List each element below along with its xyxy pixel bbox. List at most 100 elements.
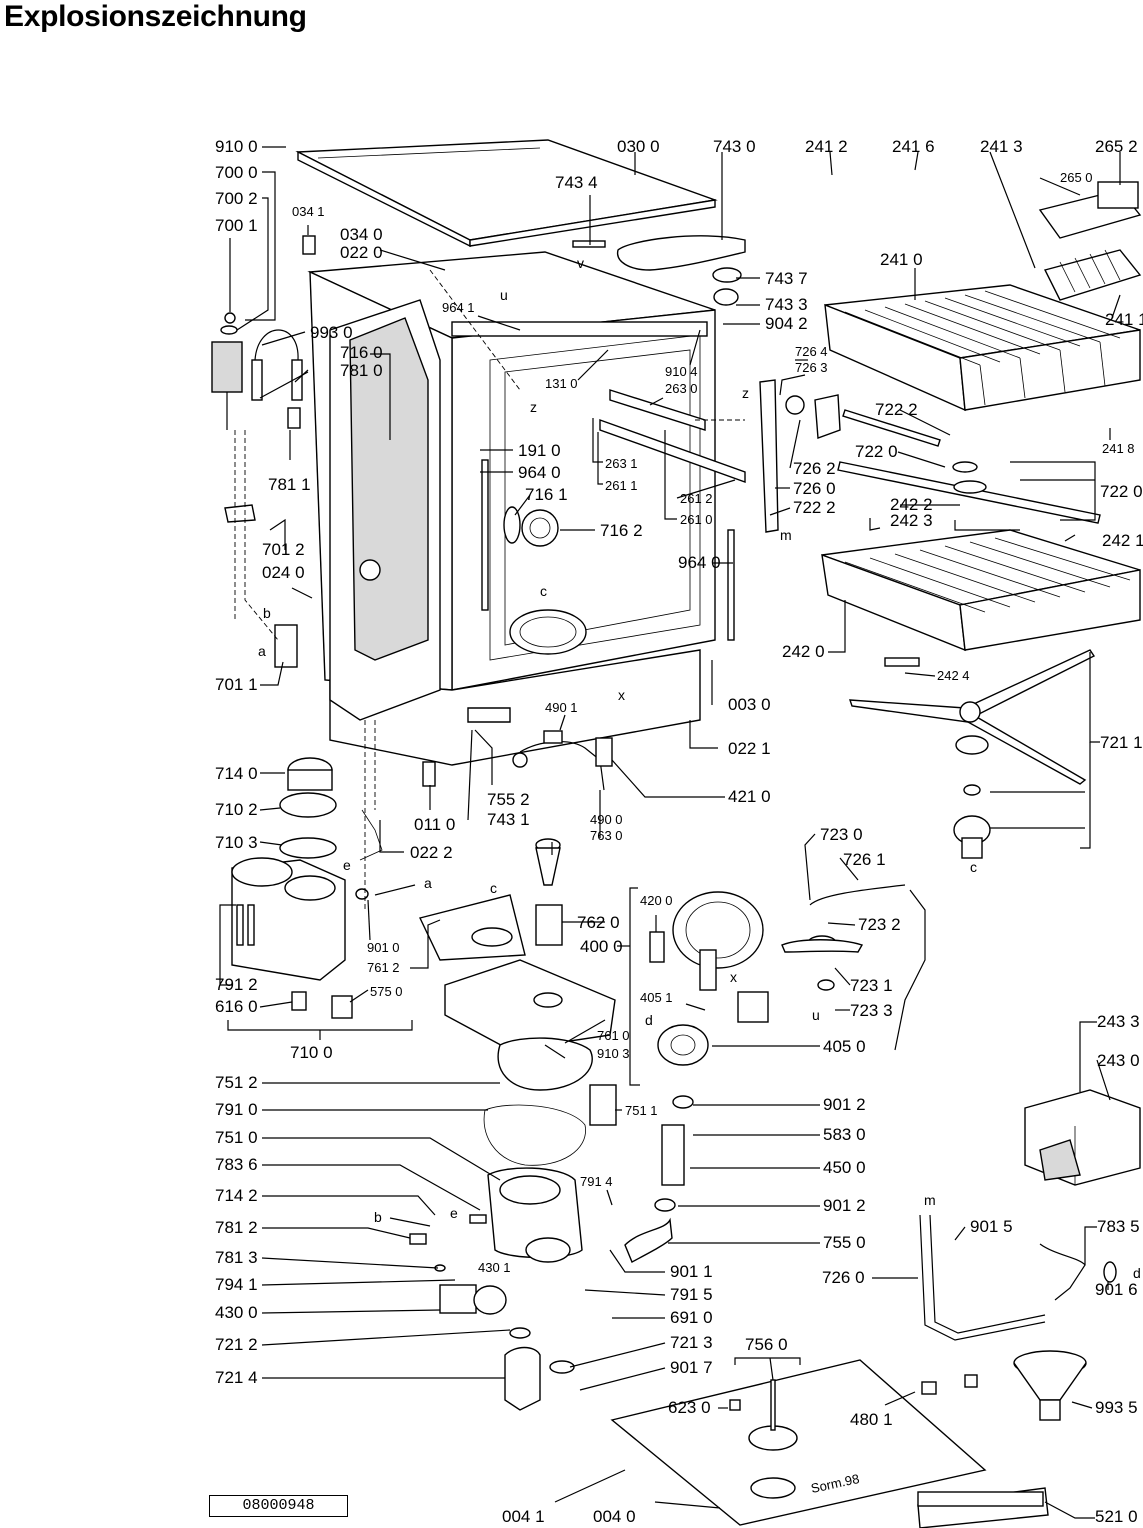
label-243-3: 243 3: [1097, 1012, 1140, 1031]
lower-basket: [821, 529, 1141, 652]
label-743-7: 743 7: [765, 269, 808, 288]
label-700-0: 700 0: [215, 163, 258, 182]
label-791-5: 791 5: [670, 1285, 713, 1304]
leader-lines: [219, 146, 1121, 1519]
upper-spray-arm: [837, 409, 1101, 524]
label-761-2: 761 2: [367, 960, 400, 975]
letter-b-2: b: [374, 1209, 382, 1225]
page-title: Explosionszeichnung: [4, 0, 307, 33]
label-726-1: 726 1: [843, 850, 886, 869]
label-490-0: 490 0: [590, 812, 623, 827]
label-004-0: 004 0: [593, 1507, 636, 1526]
label-910-3: 910 3: [597, 1046, 630, 1061]
letter-u-2: u: [812, 1007, 820, 1023]
label-241-6: 241 6: [892, 137, 935, 156]
label-756-0: 756 0: [745, 1335, 788, 1354]
label-623-0: 623 0: [668, 1398, 711, 1417]
label-791-0: 791 0: [215, 1100, 258, 1119]
label-781-3: 781 3: [215, 1248, 258, 1267]
label-723-1: 723 1: [850, 976, 893, 995]
label-241-1: 241 1: [1105, 310, 1143, 329]
label-781-2: 781 2: [215, 1218, 258, 1237]
label-722-2: 722 2: [875, 400, 918, 419]
lower-spray-arm: [849, 649, 1096, 859]
label-241-8: 241 8: [1102, 441, 1135, 456]
letter-e: e: [343, 857, 351, 873]
letter-a: a: [258, 643, 266, 659]
label-261-2: 261 2: [680, 491, 713, 506]
letter-u: u: [500, 287, 508, 303]
label-242-0: 242 0: [782, 642, 825, 661]
label-755-2: 755 2: [487, 790, 530, 809]
document-number: 08000948: [209, 1495, 348, 1517]
filler-funnel: [1013, 1350, 1087, 1421]
letter-x-2: x: [730, 969, 737, 985]
label-721-1: 721 1: [1100, 733, 1143, 752]
label-783-6: 783 6: [215, 1155, 258, 1174]
water-softener: [231, 757, 353, 1019]
letter-b: b: [263, 605, 271, 621]
label-716-0: 716 0: [340, 343, 383, 362]
label-794-1: 794 1: [215, 1275, 258, 1294]
cutlery-rack: [1038, 181, 1142, 301]
label-004-1: 004 1: [502, 1507, 545, 1526]
worktop-lid: [295, 139, 718, 248]
label-721-2: 721 2: [215, 1335, 258, 1354]
label-910-0: 910 0: [215, 137, 258, 156]
label-700-1: 700 1: [215, 216, 258, 235]
label-761-0: 761 0: [597, 1028, 630, 1043]
letter-e-2: e: [450, 1205, 458, 1221]
label-022-0: 022 0: [340, 243, 383, 262]
label-034-1: 034 1: [292, 204, 325, 219]
label-405-1: 405 1: [640, 990, 673, 1005]
letter-c-2: c: [490, 880, 497, 896]
label-722-0-a: 722 0: [855, 442, 898, 461]
label-263-0: 263 0: [665, 381, 698, 396]
label-910-4: 910 4: [665, 364, 698, 379]
letter-v: v: [577, 255, 584, 271]
letter-d-2: d: [1133, 1265, 1141, 1281]
label-191-0: 191 0: [518, 441, 561, 460]
letter-x: x: [618, 687, 625, 703]
label-405-0: 405 0: [823, 1037, 866, 1056]
letter-m-2: m: [924, 1192, 936, 1208]
label-723-2: 723 2: [858, 915, 901, 934]
label-901-2-a: 901 2: [823, 1095, 866, 1114]
label-011-0: 011 0: [414, 815, 455, 834]
label-904-2: 904 2: [765, 314, 808, 333]
label-583-0: 583 0: [823, 1125, 866, 1144]
base-plate: [610, 1359, 987, 1526]
label-242-4: 242 4: [937, 668, 970, 683]
label-242-2: 242 2: [890, 495, 933, 514]
label-034-0: 034 0: [340, 225, 383, 244]
label-726-0-a: 726 0: [793, 479, 836, 498]
label-751-0: 751 0: [215, 1128, 258, 1147]
label-480-1: 480 1: [850, 1410, 893, 1429]
label-243-0: 243 0: [1097, 1051, 1140, 1070]
label-791-4: 791 4: [580, 1174, 613, 1189]
label-743-0: 743 0: [713, 137, 756, 156]
label-261-1: 261 1: [605, 478, 638, 493]
label-781-1: 781 1: [268, 475, 311, 494]
letter-m: m: [780, 527, 792, 543]
label-261-0: 261 0: [680, 512, 713, 527]
label-242-1: 242 1: [1102, 531, 1143, 550]
label-003-0: 003 0: [728, 695, 771, 714]
letter-z: z: [530, 399, 537, 415]
label-701-1: 701 1: [215, 675, 258, 694]
circulation-pump: [624, 891, 769, 1263]
label-701-2: 701 2: [262, 540, 305, 559]
label-430-0: 430 0: [215, 1303, 258, 1322]
label-722-0-b: 722 0: [1100, 482, 1143, 501]
label-743-1: 743 1: [487, 810, 530, 829]
label-521-0: 521 0: [1095, 1507, 1138, 1526]
label-781-0: 781 0: [340, 361, 383, 380]
part-labels: 910 0 700 0 700 2 700 1 034 1 034 0 022 …: [215, 137, 1143, 1526]
letter-c: c: [540, 583, 547, 599]
label-265-2: 265 2: [1095, 137, 1138, 156]
label-751-1: 751 1: [625, 1103, 658, 1118]
spray-arm-upper-part: [572, 235, 746, 306]
hose-parts: [389, 1214, 487, 1272]
label-964-0-a: 964 0: [518, 463, 561, 482]
